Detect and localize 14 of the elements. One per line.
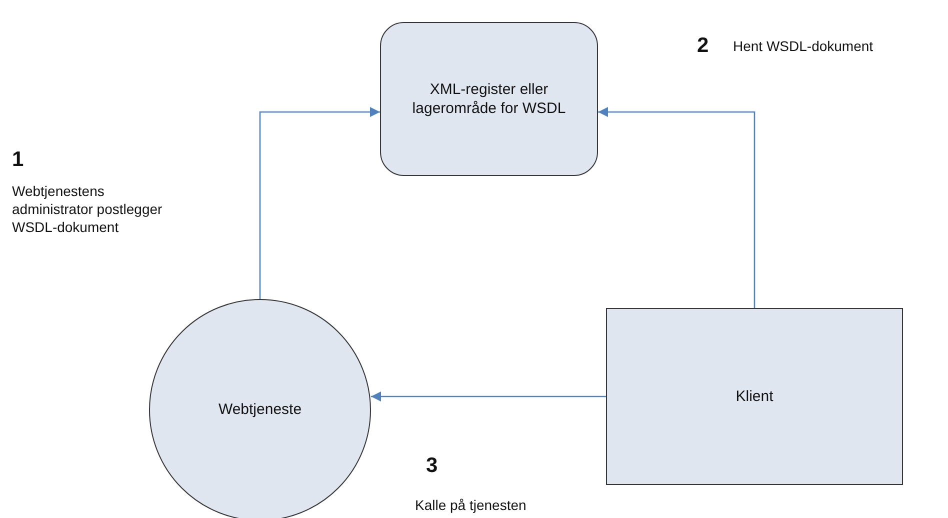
node-label: XML-register eller lagerområde for WSDL — [411, 80, 567, 118]
step-number: 1 — [12, 147, 24, 173]
step-number: 3 — [426, 453, 438, 479]
repository-box — [380, 22, 598, 176]
arrow — [259, 107, 380, 299]
step-description: Hent WSDL-dokument — [733, 37, 874, 56]
arrow — [371, 392, 606, 402]
client-box — [606, 308, 903, 485]
step-description: Kalle på tjenesten — [415, 496, 526, 514]
node-label: Webtjeneste — [217, 400, 303, 420]
step-description: Webtjenestens administrator postlegger WSDL-dokument — [12, 182, 164, 237]
step-number: 2 — [697, 33, 709, 59]
arrow — [598, 107, 756, 308]
node-label: Klient — [734, 386, 774, 406]
